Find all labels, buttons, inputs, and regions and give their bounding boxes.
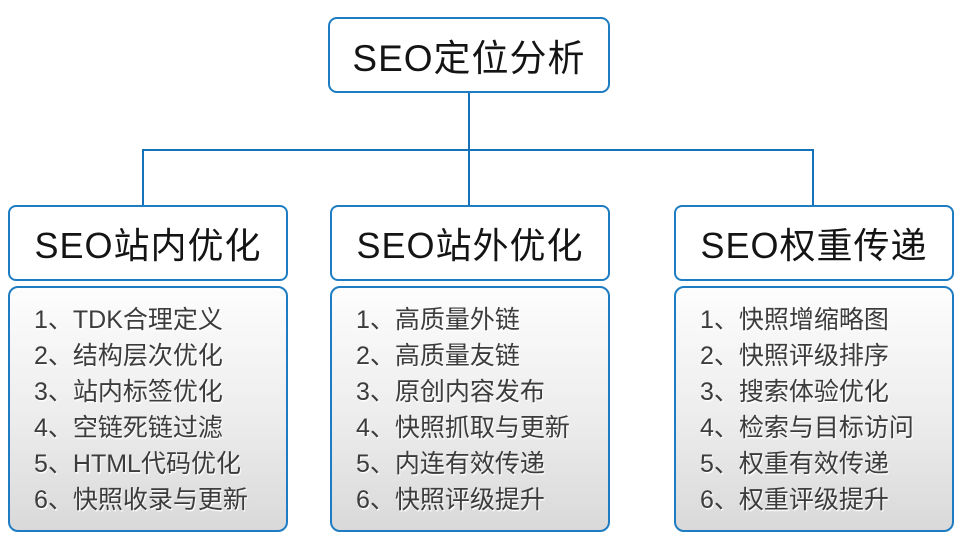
branch-onsite-list: 1、TDK合理定义 2、结构层次优化 3、站内标签优化 4、空链死链过滤 5、HTML代…: [8, 286, 288, 532]
branch-weight-header: SEO权重传递: [674, 205, 954, 281]
list-item: 3、站内标签优化: [34, 378, 223, 406]
connector-drop-right: [812, 151, 814, 205]
connector-drop-middle: [468, 151, 470, 205]
list-item: 2、快照评级排序: [700, 342, 889, 370]
branch-weight-list: 1、快照增缩略图 2、快照评级排序 3、搜索体验优化 4、检索与目标访问 5、权重有效传…: [674, 286, 954, 532]
list-item: 1、TDK合理定义: [34, 306, 223, 334]
branch-onsite-header: SEO站内优化: [8, 205, 288, 281]
list-item: 2、高质量友链: [356, 342, 520, 370]
list-item: 3、搜索体验优化: [700, 378, 889, 406]
list-item: 1、快照增缩略图: [700, 306, 889, 334]
list-item: 4、快照抓取与更新: [356, 414, 570, 442]
branch-onsite-title: SEO站内优化: [34, 225, 262, 266]
list-item: 6、快照评级提升: [356, 486, 545, 514]
connector-horizontal: [142, 149, 814, 151]
branch-offsite-header: SEO站外优化: [330, 205, 610, 281]
list-item: 5、权重有效传递: [700, 450, 889, 478]
list-item: 3、原创内容发布: [356, 378, 545, 406]
list-item: 5、内连有效传递: [356, 450, 545, 478]
list-item: 6、权重评级提升: [700, 486, 889, 514]
branch-weight-title: SEO权重传递: [700, 225, 928, 266]
list-item: 4、检索与目标访问: [700, 414, 914, 442]
root-node-label: SEO定位分析: [352, 38, 586, 79]
root-node: SEO定位分析: [328, 17, 610, 93]
list-item: 5、HTML代码优化: [34, 450, 241, 478]
list-item: 6、快照收录与更新: [34, 486, 248, 514]
branch-offsite-title: SEO站外优化: [356, 225, 584, 266]
list-item: 4、空链死链过滤: [34, 414, 223, 442]
connector-root-stem: [468, 93, 470, 151]
connector-drop-left: [142, 151, 144, 205]
list-item: 2、结构层次优化: [34, 342, 223, 370]
branch-offsite-list: 1、高质量外链 2、高质量友链 3、原创内容发布 4、快照抓取与更新 5、内连有效传递 6…: [330, 286, 610, 532]
list-item: 1、高质量外链: [356, 306, 520, 334]
